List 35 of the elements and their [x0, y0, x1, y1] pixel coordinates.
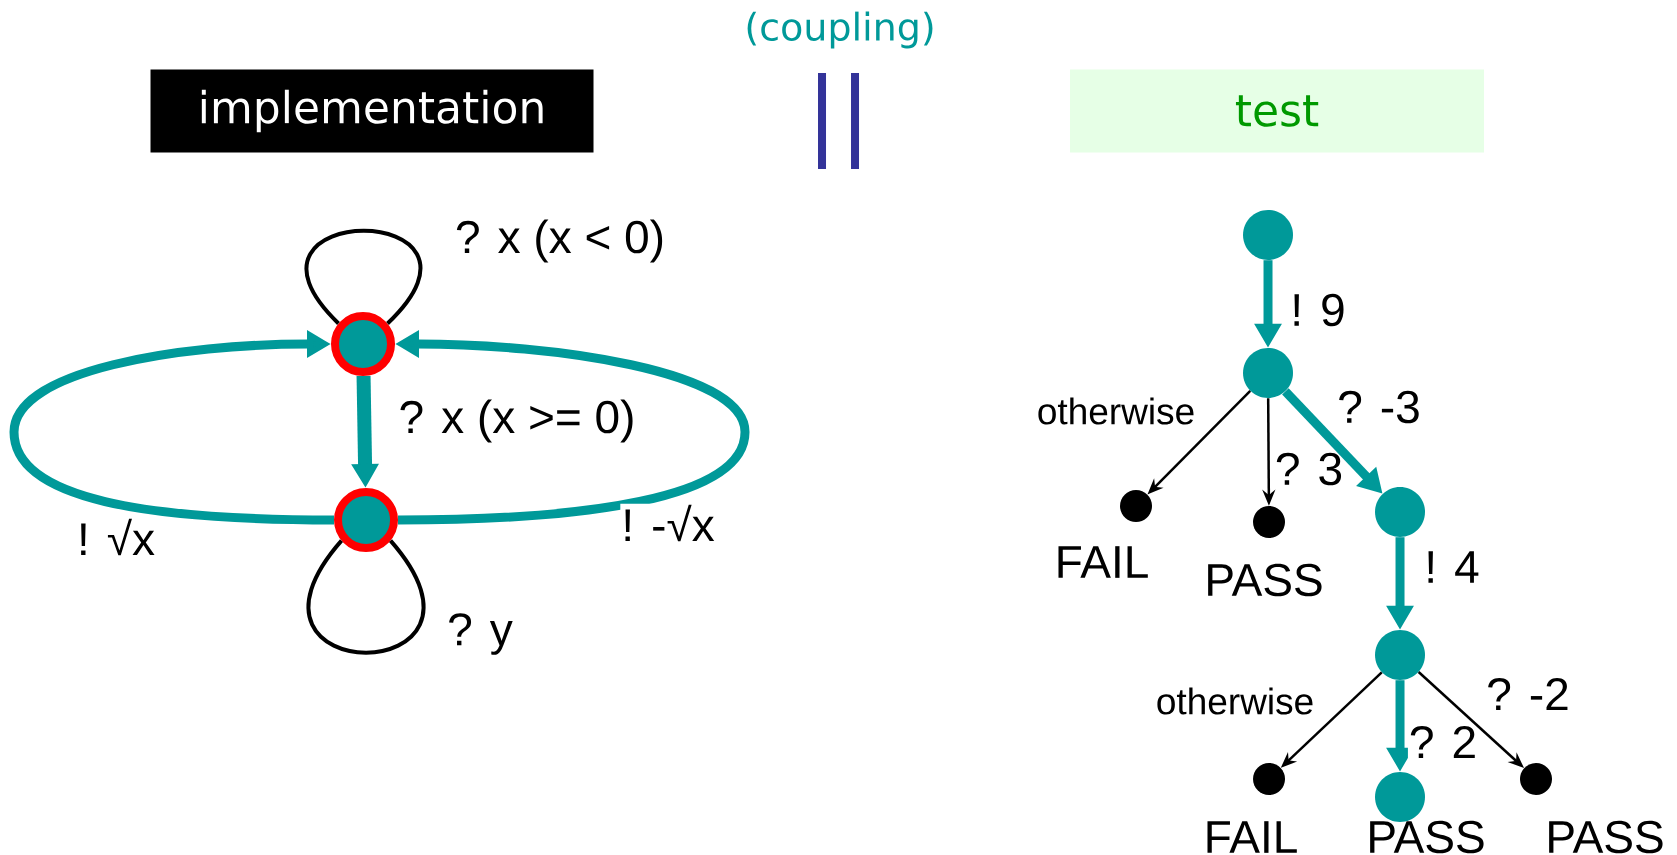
arrow	[9, 330, 335, 525]
loop-line	[306, 539, 426, 655]
state-circle	[334, 488, 398, 552]
edge-label: ? x (x < 0)	[454, 218, 667, 264]
tree-node	[1375, 487, 1425, 537]
edge-label: ? y	[446, 612, 514, 656]
verdict-label: PASS	[1549, 820, 1663, 854]
verdict-label: FAIL	[1207, 821, 1297, 853]
leaf-node	[1253, 506, 1285, 538]
edge-label: ! 4	[1423, 550, 1481, 584]
leaf-node	[1520, 763, 1552, 795]
tree-node	[1243, 210, 1293, 260]
edge-label: ? -3	[1336, 389, 1422, 425]
leaf-node	[1120, 490, 1152, 522]
leaf-node	[1253, 763, 1285, 795]
loop-line	[304, 228, 423, 325]
verdict-label: FAIL	[1058, 546, 1148, 578]
verdict-label: PASS	[1208, 563, 1322, 597]
tree-node	[1375, 630, 1425, 680]
edge-label: ! 9	[1289, 292, 1347, 328]
verdict-label: PASS	[1370, 820, 1484, 854]
edge-label: ? 3	[1273, 451, 1345, 487]
heading-box: implementation	[150, 69, 594, 153]
coupling-label: (coupling)	[747, 11, 933, 49]
edge-label: ! -√x	[620, 503, 716, 543]
edge-label: ? -2	[1485, 676, 1571, 712]
tree-node	[1375, 772, 1425, 822]
heading-box: test	[1070, 69, 1484, 153]
edge-label: ! √x	[75, 517, 157, 557]
state-circle	[331, 312, 395, 376]
edge-label: otherwise	[1154, 686, 1316, 716]
edge-label: ? x (x >= 0)	[397, 398, 637, 444]
tree-node	[1243, 348, 1293, 398]
edge-label: otherwise	[1035, 396, 1197, 426]
edge-label: ? 2	[1407, 724, 1479, 760]
